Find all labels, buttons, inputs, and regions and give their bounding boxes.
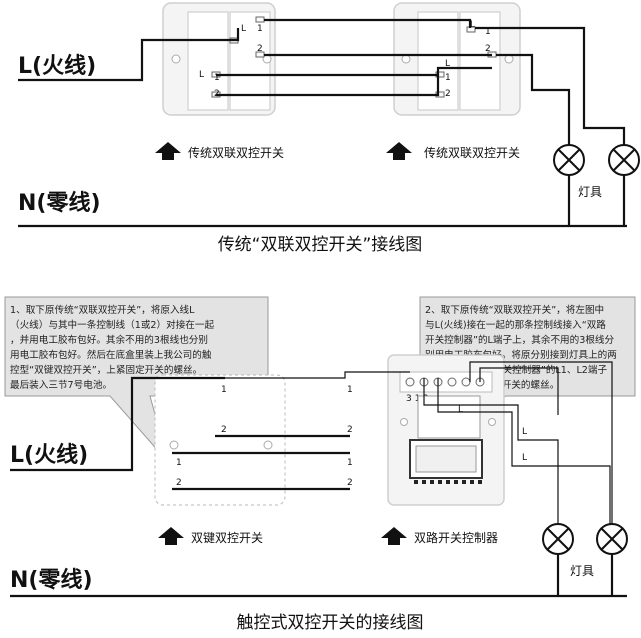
live-line-label-top: L(火线) [18, 53, 96, 79]
lamp-icon [608, 144, 640, 176]
controller-label: 双路开关控制器 [414, 530, 498, 545]
touch-switch-term-1-top: 1 [221, 385, 227, 395]
up-arrow-icon [158, 527, 184, 545]
top-diagram-title: 传统“双联双控开关”接线图 [218, 235, 423, 255]
lamp-icon [542, 523, 574, 555]
left-switch-term-2-top: 2 [257, 44, 263, 54]
note-left-line-6: 最后装入三节7号电池。 [10, 379, 112, 391]
neutral-line-label-bottom: N(零线) [10, 567, 93, 593]
right-switch-term-1: 1 [445, 73, 451, 83]
lamp-wire-L2-label: L [522, 453, 527, 463]
note-right-line-1: 2、取下原传统“双联双控开关”，将左图中 [425, 304, 604, 316]
touch-switch-term-1: 1 [176, 458, 182, 468]
note-left-line-5: 控型“双键双控开关”，上紧固定开关的螺丝。 [10, 364, 202, 376]
wire-label-1-a: 1 [347, 385, 353, 395]
touch-double-switch: 1 2 1 2 1 2 1 2 [154, 374, 353, 506]
controller-terminal-numbers: 3 1 2 [406, 394, 429, 404]
note-right-line-2: 与L(火线)接在一起的那条控制线接入“双路 [425, 319, 606, 331]
lamp-icon [553, 144, 585, 176]
right-switch-term-1-top: 1 [485, 27, 491, 37]
live-line-label-bottom: L(火线) [10, 442, 88, 468]
up-arrow-icon [386, 142, 412, 160]
right-switch-term-2-top: 2 [485, 44, 491, 54]
note-left-line-4: 用电工胶布包好。然后在底盒里装上我公司的触 [10, 349, 212, 361]
top-wiring [18, 18, 627, 228]
bottom-diagram-title: 触控式双控开关的接线图 [237, 613, 424, 633]
wire-label-2-b: 2 [347, 478, 353, 488]
neutral-line-label-top: N(零线) [18, 190, 101, 216]
lamp-icon [596, 523, 628, 555]
note-left-line-2: （火线）与其中一条控制线（1或2）对接在一起 [10, 319, 214, 331]
lamp-label-bottom: 灯具 [570, 564, 594, 578]
left-switch-term-1-top: 1 [257, 24, 263, 34]
right-switch-term-L: L [445, 59, 450, 69]
lamp-wire-L1-label: L [522, 427, 527, 437]
controller-term-L: L [458, 405, 463, 415]
bottom-wiring [10, 361, 627, 598]
traditional-switch-label-right: 传统双联双控开关 [424, 145, 520, 160]
note-right-line-3: 开关控制器”的L端子上，其余不用的3根线分 [425, 334, 615, 346]
left-switch-term-1: 1 [214, 73, 220, 83]
note-left-line-1: 1、取下原传统“双联双控开关”，将原入线L [10, 304, 195, 316]
touch-switch-label: 双键双控开关 [191, 531, 263, 545]
touch-switch-term-2: 2 [176, 478, 182, 488]
traditional-switch-left: L 1 2 L 1 2 [162, 2, 276, 116]
wire-label-2-a: 2 [347, 425, 353, 435]
note-left-text: 1、取下原传统“双联双控开关”，将原入线L （火线）与其中一条控制线（1或2）对… [10, 304, 214, 391]
left-switch-term-L-top: L [241, 24, 246, 34]
up-arrow-icon [381, 527, 407, 545]
right-switch-term-L-top: L [470, 20, 475, 30]
lamp-label-top: 灯具 [578, 185, 602, 199]
left-switch-term-L: L [199, 70, 204, 80]
dual-switch-controller: 3 1 2 L [387, 354, 505, 506]
touch-switch-term-2-top: 2 [221, 425, 227, 435]
up-arrow-icon [155, 142, 181, 160]
wire-label-1-b: 1 [347, 458, 353, 468]
note-left-line-3: ，并用电工胶布包好。其余不用的3根线也分别 [10, 334, 208, 346]
traditional-switch-label-left: 传统双联双控开关 [188, 145, 284, 160]
right-switch-term-2: 2 [445, 89, 451, 99]
